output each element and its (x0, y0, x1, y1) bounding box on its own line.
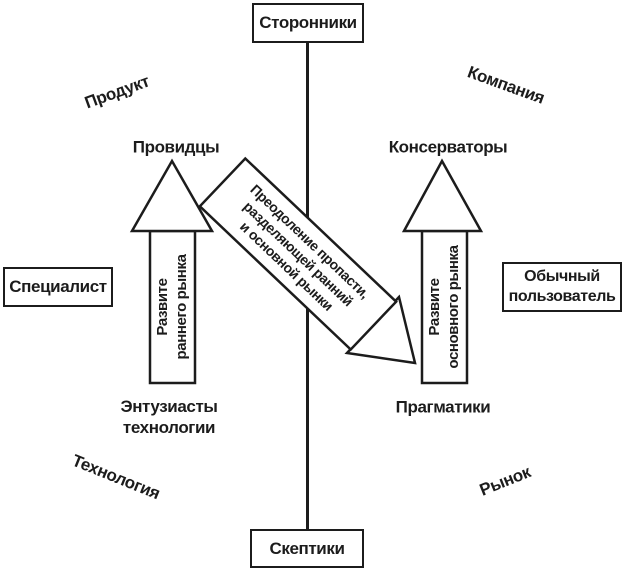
visionaries-label: Провидцы (132, 137, 220, 157)
skeptics-label: Скептики (269, 538, 345, 558)
pragmatists-label: Прагматики (395, 397, 491, 417)
specialist-label: Специалист (9, 277, 107, 296)
supporters-box: Сторонники (252, 3, 364, 43)
tech-enthusiasts-label-line2: технологии (122, 418, 216, 437)
main-market-arrow (401, 158, 484, 385)
main-market-arrow-text-line2: основного рынка (445, 245, 462, 369)
skeptics-box: Скептики (250, 529, 364, 568)
early-market-arrow (129, 158, 215, 385)
regular-user-box: Обычный пользователь (502, 262, 622, 312)
tech-enthusiasts-label-line1: Энтузиасты (120, 397, 218, 416)
specialist-box: Специалист (3, 267, 113, 307)
main-market-arrow-text: Развите основного рынка (425, 227, 463, 387)
tech-enthusiasts-label: Энтузиасты технологии (121, 396, 218, 438)
supporters-label: Сторонники (259, 13, 357, 32)
early-market-arrow-head (129, 158, 215, 233)
chasm-arrow-band (198, 156, 398, 352)
regular-user-label-line1: Обычный (524, 268, 600, 285)
early-market-arrow-text-line1: Развите (154, 278, 171, 336)
regular-user-label-line2: пользователь (508, 288, 616, 305)
early-market-arrow-shaft (148, 229, 197, 385)
early-market-arrow-text-line2: раннего рынка (173, 254, 190, 360)
main-market-arrow-text-line1: Развите (426, 278, 443, 336)
main-market-arrow-head (401, 158, 484, 233)
early-market-arrow-text: Развите раннего рынка (153, 227, 191, 387)
chasm-arrow-band-rect (198, 156, 398, 352)
conservatives-label: Консерваторы (388, 137, 508, 157)
